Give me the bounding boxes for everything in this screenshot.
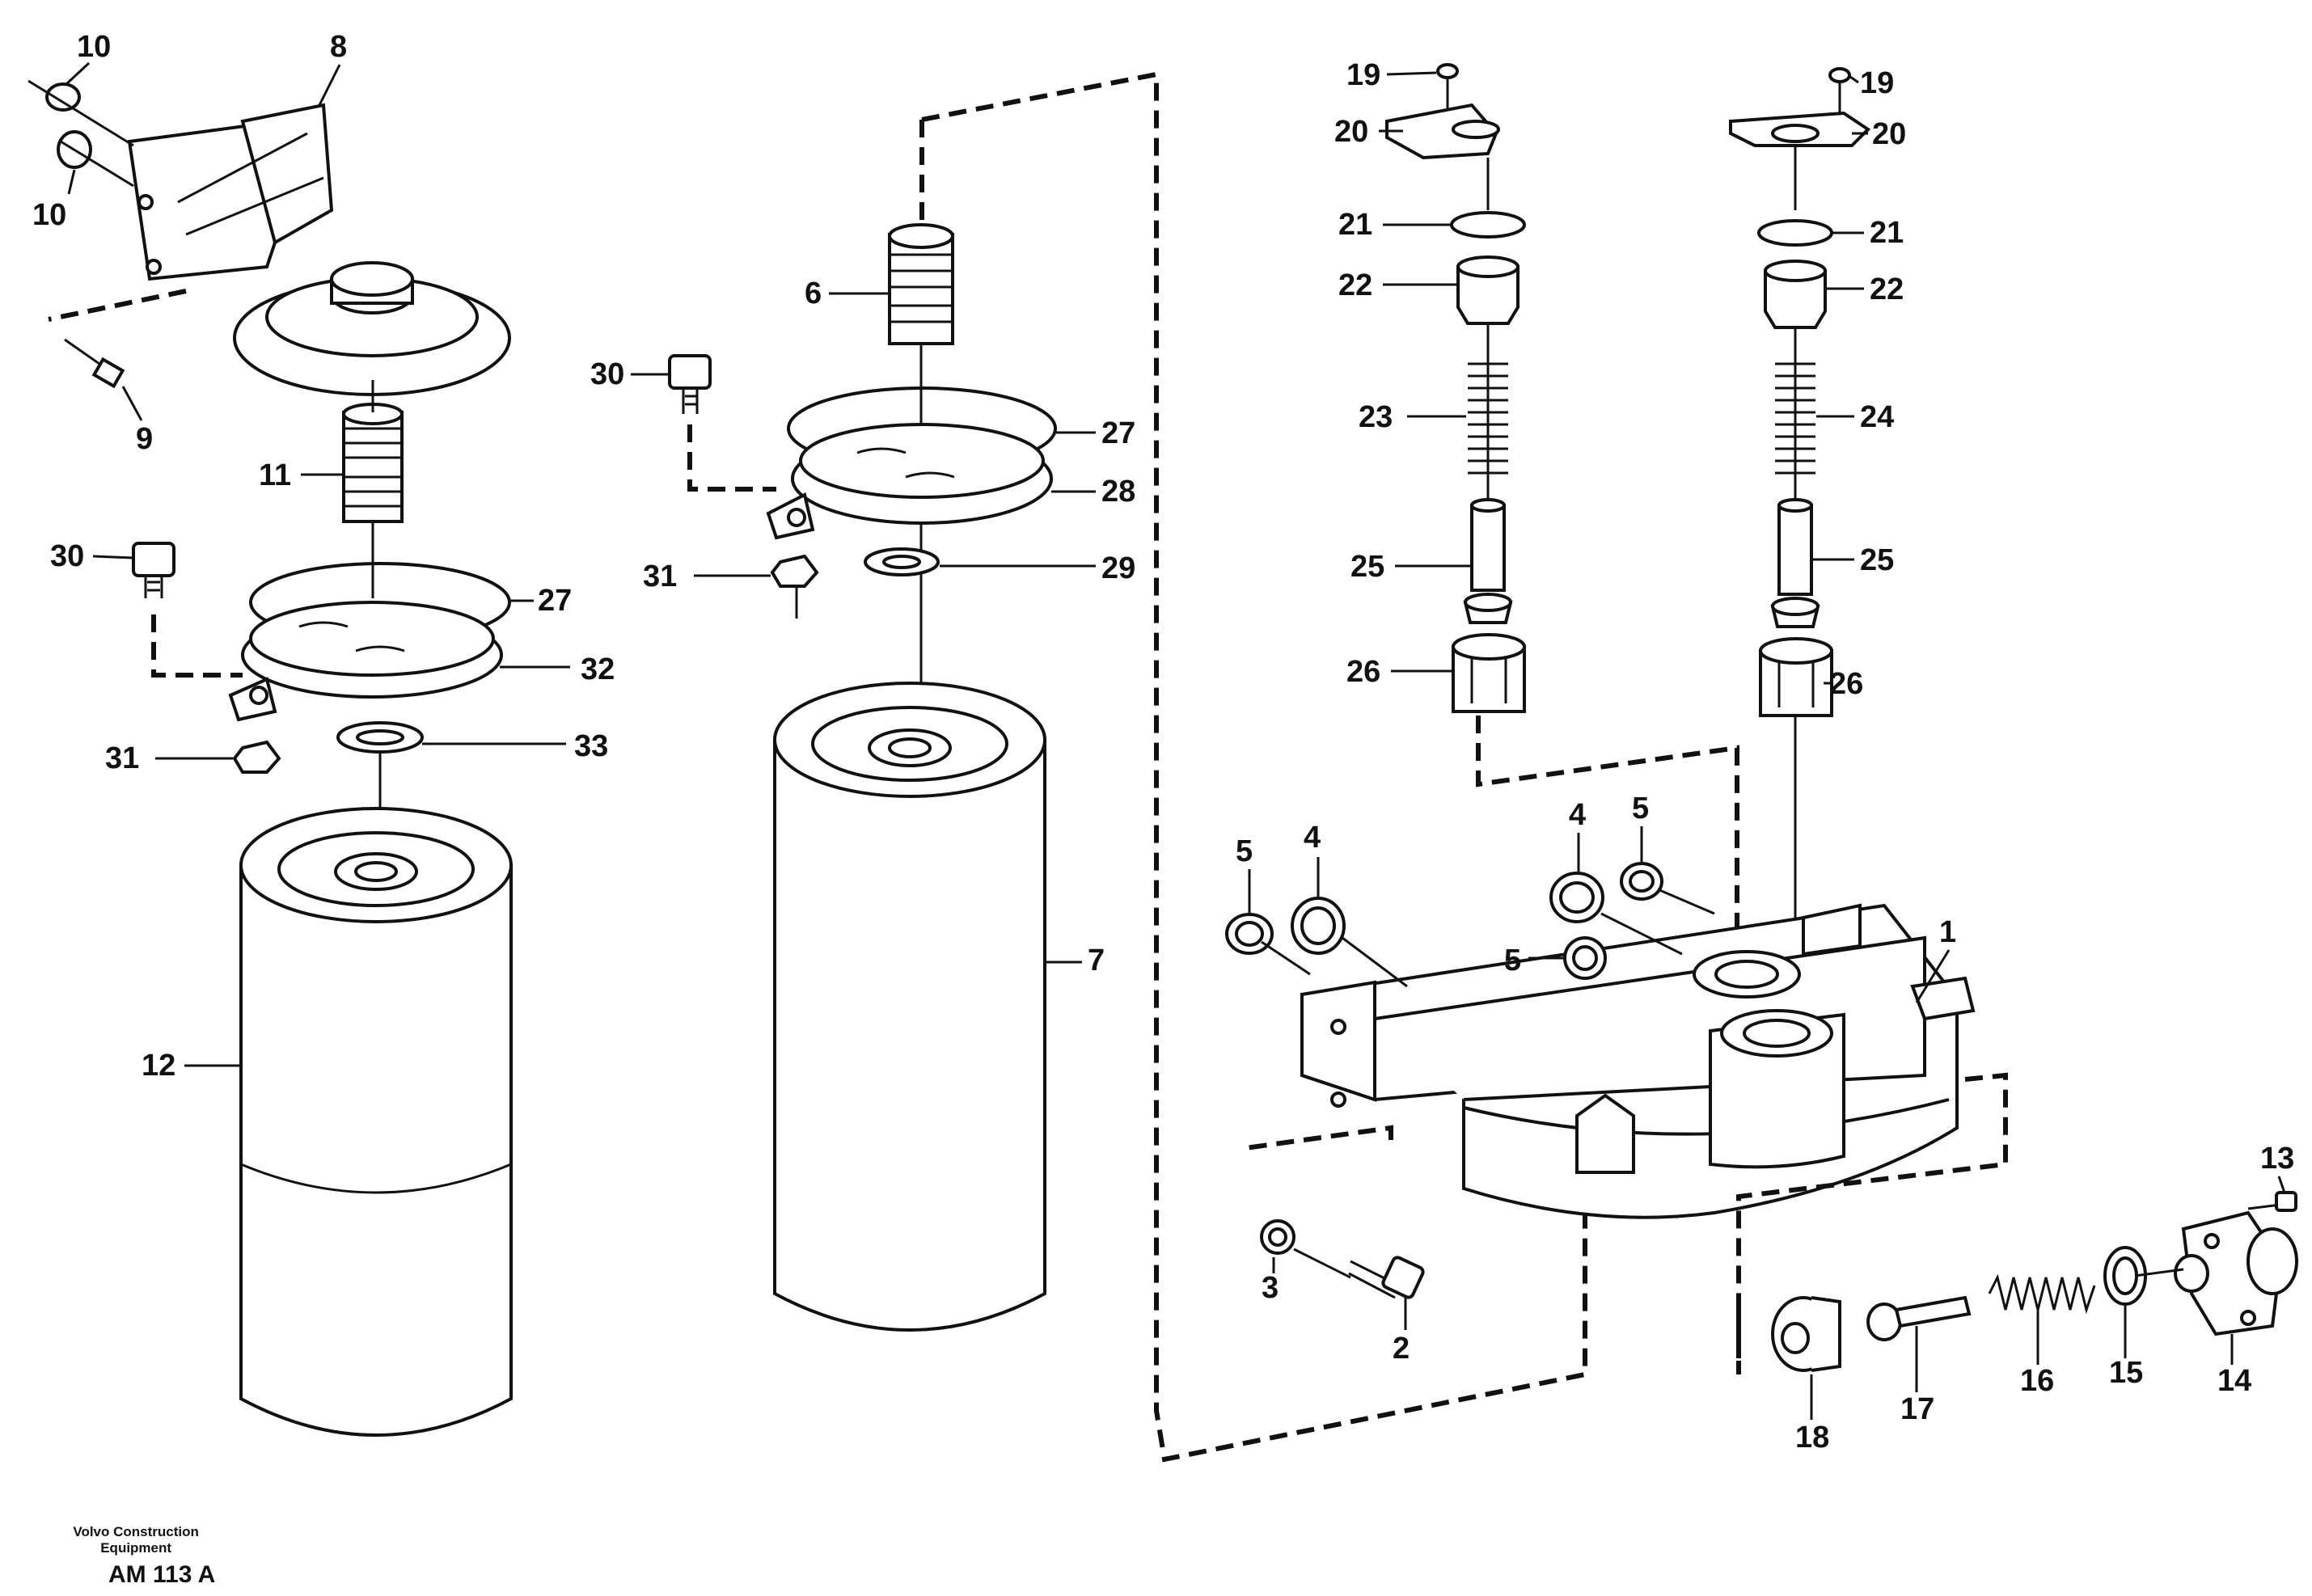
label-5-b: 5 [1632,792,1649,825]
middle-filter-assembly [668,71,1587,1463]
label-33: 33 [574,729,608,763]
nipple-11 [342,403,404,523]
label-25-left: 25 [1350,550,1384,584]
label-10-top: 10 [77,30,111,64]
label-16: 16 [2020,1364,2054,1398]
valve-stack-left [1385,63,1526,713]
label-26-right: 26 [1829,667,1863,701]
label-31-middle: 31 [643,559,677,593]
label-6: 6 [805,277,822,310]
label-32: 32 [581,652,615,686]
label-9: 9 [136,422,153,456]
label-25-right: 25 [1860,543,1894,577]
washer-21-left [1450,211,1526,239]
label-30-left: 30 [50,539,84,573]
label-12: 12 [142,1049,175,1083]
valve-cover-14 [2174,1210,2298,1336]
callout-labels: 10 10 8 9 11 30 27 32 31 33 12 6 30 27 2… [32,30,2294,1455]
spring-16 [1988,1273,2096,1315]
label-22-left: 22 [1338,268,1372,302]
label-15: 15 [2109,1356,2143,1390]
label-21-right: 21 [1870,216,1904,250]
label-27-middle: 27 [1101,416,1135,450]
valve-housing-1 [1300,903,1976,1219]
label-8: 8 [330,30,347,64]
nut-31-middle [770,554,819,588]
label-3: 3 [1262,1271,1279,1305]
label-2: 2 [1393,1332,1410,1366]
label-22-right: 22 [1870,272,1904,306]
label-5-c: 5 [1504,944,1521,977]
valve-stack-right [1729,67,1871,1027]
washer-21-right [1757,219,1833,247]
label-19-right: 19 [1860,66,1894,100]
label-27-left: 27 [538,584,572,618]
nipple-6 [888,223,954,345]
screw-30-left [132,542,175,598]
company-line-1: Volvo Construction [73,1524,199,1539]
label-26-left: 26 [1346,655,1380,689]
left-filter-assembly [27,79,513,1437]
company-line-2: Equipment [100,1540,172,1556]
label-20-left: 20 [1334,115,1368,149]
label-24: 24 [1860,400,1894,434]
label-14: 14 [2217,1364,2251,1398]
label-13: 13 [2260,1142,2294,1176]
screw-2 [1348,1256,1425,1299]
screw-13 [2247,1191,2297,1212]
label-20-right: 20 [1872,117,1906,151]
footer-block: Volvo Construction Equipment AM 113 A [57,1524,215,1589]
label-4-a: 4 [1304,821,1321,855]
oil-filter-7 [773,682,1046,1332]
screw-9 [64,338,125,389]
label-30-middle: 30 [590,357,624,391]
oil-filter-12 [239,807,513,1437]
label-11: 11 [259,458,291,492]
label-5-a: 5 [1236,834,1253,868]
label-23: 23 [1359,400,1393,434]
label-4-b: 4 [1569,798,1586,832]
relief-valve-parts [1736,1191,2298,1374]
screw-30-middle [668,354,712,414]
label-7: 7 [1088,944,1105,977]
label-18: 18 [1795,1421,1829,1455]
label-10-bottom: 10 [32,198,66,232]
label-17: 17 [1900,1392,1934,1426]
filter-bracket [127,103,511,396]
label-31-left: 31 [105,741,139,775]
label-28: 28 [1101,475,1135,509]
label-1: 1 [1939,915,1956,949]
label-29: 29 [1101,551,1135,585]
drawing-code: AM 113 A [108,1561,216,1588]
filter-head-32 [228,601,503,722]
label-21-left: 21 [1338,208,1372,242]
label-19-left: 19 [1346,58,1380,92]
nut-31-left [232,740,281,774]
washer-10-top [45,82,81,112]
filter-head-28 [766,423,1053,540]
